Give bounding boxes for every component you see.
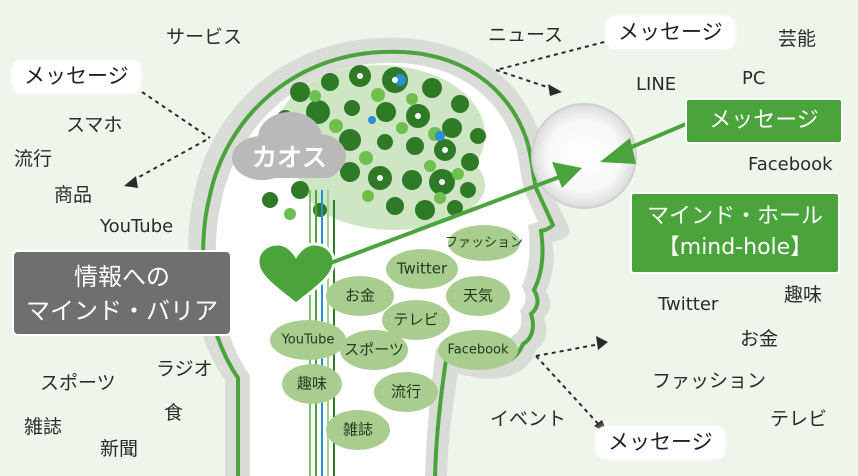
message-bubble-left: メッセージ: [12, 60, 141, 93]
mouth-item-youtube: YouTube: [281, 332, 335, 348]
word-magazine: 雑誌: [24, 416, 63, 438]
mind-barrier-box: 情報への マインド・バリア: [12, 250, 232, 336]
mind-hole-box: マインド・ホール 【mind-hole】: [630, 192, 840, 274]
mouth-item-magazine: 雑誌: [342, 420, 374, 439]
chaos-cloud-icon: [232, 112, 346, 180]
word-hobby: 趣味: [784, 284, 823, 306]
word-news: ニュース: [488, 24, 564, 46]
word-line: LINE: [636, 74, 677, 95]
message-box-green: メッセージ: [685, 98, 843, 144]
word-trend: 流行: [14, 148, 53, 170]
mouth-item-trend: 流行: [390, 382, 422, 401]
message-bubble-bottom-right: メッセージ: [596, 426, 725, 459]
dotted-arrows: [129, 39, 613, 429]
word-twitter: Twitter: [658, 294, 719, 315]
mind-hole-circle-icon: [531, 103, 637, 209]
word-product: 商品: [54, 184, 93, 206]
mouth-item-money: お金: [344, 286, 376, 305]
mouth-item-facebook: Facebook: [447, 342, 509, 358]
word-food: 食: [164, 402, 184, 424]
word-service: サービス: [166, 26, 243, 48]
chaos-label: カオス: [252, 143, 328, 172]
word-entertainment: 芸能: [778, 28, 817, 50]
mouth-item-fashion: ファッション: [444, 235, 524, 251]
word-youtube: YouTube: [100, 216, 174, 237]
mouth-item-hobby: 趣味: [296, 374, 328, 393]
word-radio: ラジオ: [156, 358, 213, 380]
mouth-item-tv: テレビ: [393, 310, 439, 329]
green-arrows: [295, 122, 687, 278]
word-smartphone: スマホ: [66, 114, 123, 136]
word-tv: テレビ: [770, 408, 828, 430]
mind-hole-title: マインド・ホール: [646, 204, 823, 229]
word-newspaper: 新聞: [100, 438, 139, 460]
word-facebook: Facebook: [748, 154, 833, 175]
word-money: お金: [740, 328, 779, 350]
word-pc: PC: [742, 68, 766, 89]
mouth-item-sports: スポーツ: [344, 340, 404, 359]
mind-barrier-line2: マインド・バリア: [26, 297, 218, 325]
mind-hole-subtitle: 【mind-hole】: [657, 235, 813, 260]
word-event: イベント: [490, 408, 567, 430]
mouth-item-weather: 天気: [462, 286, 494, 305]
mouth-ovals: [270, 225, 520, 450]
message-bubble-top-right: メッセージ: [606, 16, 735, 49]
word-fashion: ファッション: [652, 370, 767, 392]
mind-barrier-line1: 情報への: [74, 263, 170, 291]
word-sports: スポーツ: [40, 372, 116, 394]
mouth-item-twitter: Twitter: [396, 259, 448, 278]
